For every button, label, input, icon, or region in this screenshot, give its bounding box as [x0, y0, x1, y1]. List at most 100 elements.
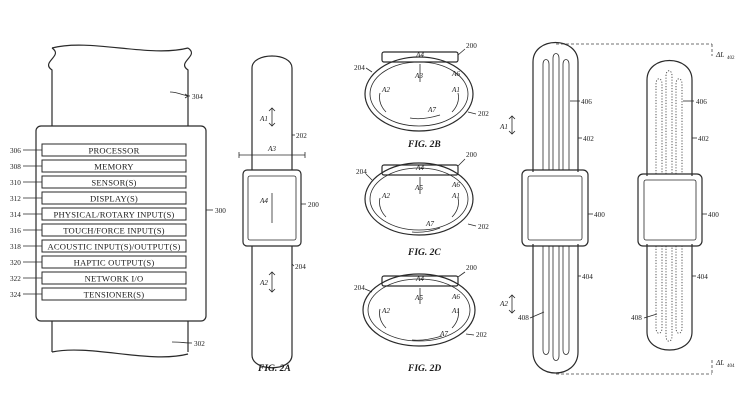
fig3-leader-302	[171, 341, 193, 344]
fig4b-band-top	[646, 59, 693, 176]
fig4-band-bottom	[532, 244, 579, 374]
fig2c-caption: FIG. 2C	[407, 248, 441, 258]
fig2b-bottom-label: A7	[427, 106, 436, 114]
fig3-block-label: SENSOR(S)	[91, 177, 136, 187]
fig2d-band-inner	[367, 278, 471, 342]
fig2b-leader-202	[467, 111, 477, 115]
fig2b-left-arrow	[379, 92, 387, 113]
fig4-slot	[552, 53, 560, 170]
fig2c-right-upper-label: A6	[451, 181, 460, 189]
fig2d-left-label: A2	[381, 307, 390, 315]
fig4-delta-top: ΔL	[715, 51, 724, 59]
fig3-block-label: HAPTIC OUTPUT(S)	[74, 257, 155, 267]
fig2a-span-label: A3	[267, 145, 276, 153]
fig2c-body	[381, 164, 459, 176]
fig4b-slot	[675, 78, 683, 174]
fig2d-top-label: A4	[415, 275, 424, 283]
fig4-delta-bottom-lines	[556, 360, 713, 375]
fig3-ref-304: 304	[192, 93, 203, 101]
fig3-block-label: TOUCH/FORCE INPUT(S)	[63, 225, 165, 235]
fig3-block-ref: 310	[10, 179, 21, 187]
fig2a-ref-204: 204	[295, 263, 306, 271]
fig2a-arrow-bottom-label: A2	[259, 279, 268, 287]
fig2c-ref-204: 204	[356, 168, 367, 176]
fig4-slot	[552, 246, 560, 361]
fig2c-bottom-label: A7	[425, 220, 434, 228]
fig4-delta-bottom: ΔL	[715, 359, 724, 367]
fig2c-leader-204	[365, 173, 373, 181]
fig4-arrow-top	[508, 115, 516, 135]
fig3-band-top-right-edge	[184, 47, 192, 126]
fig3-block-label: PHYSICAL/ROTARY INPUT(S)	[53, 209, 174, 219]
fig2a-group: A3 A1 A4 A2 202 200 204 FIG. 2A	[238, 55, 319, 374]
fig4-delta-bottom-sub: 404	[727, 364, 735, 369]
fig4-ref-404: 404	[582, 273, 593, 281]
fig3-block-label: TENSIONER(S)	[84, 289, 145, 299]
fig2b-ref-202: 202	[478, 110, 489, 118]
fig3-leader-304	[169, 91, 191, 97]
fig2d-group: A4 A5 A2 A1 A6 A7 200 204 202 FIG. 2D	[354, 264, 487, 374]
fig2d-leader-204	[364, 288, 373, 293]
fig4-band-top	[532, 41, 579, 172]
fig4b-band-bottom	[646, 244, 693, 351]
fig2d-leader-200	[457, 271, 466, 278]
fig2c-top-label: A4	[415, 164, 424, 172]
fig2a-arrow-top	[268, 107, 276, 127]
fig4b-ref-400: 400	[708, 211, 719, 219]
fig2d-right-upper-label: A6	[451, 293, 460, 301]
fig3-block-ref: 324	[10, 291, 21, 299]
fig2d-left-arrow	[379, 308, 387, 329]
fig3-block-ref: 306	[10, 147, 21, 155]
fig2b-group: A4 A3 A2 A1 A6 A7 200 204 202 FIG. 2B	[354, 42, 489, 150]
fig2b-leader-204	[365, 67, 373, 73]
fig2b-right-arrow	[451, 92, 459, 113]
fig4-delta-top-sub: 402	[727, 56, 735, 61]
fig2a-arrow-top-label: A1	[259, 115, 268, 123]
fig2a-caption: FIG. 2A	[257, 364, 291, 374]
fig2c-ref-202: 202	[478, 223, 489, 231]
fig4-ref-406: 406	[581, 98, 592, 106]
fig2b-mid-label: A3	[414, 72, 423, 80]
fig2c-leader-202	[467, 223, 477, 227]
fig2d-leader-202	[465, 333, 475, 336]
fig3-band-top-left-edge	[48, 47, 56, 126]
fig2a-face-label: A4	[259, 197, 268, 205]
fig2d-bottom-label: A7	[439, 330, 448, 338]
fig3-block-label: NETWORK I/O	[85, 273, 144, 283]
fig2c-mid-label: A5	[414, 184, 423, 192]
fig3-block-ref: 318	[10, 243, 21, 251]
fig4-slot	[562, 246, 570, 355]
fig2c-left-label: A2	[381, 192, 390, 200]
fig2d-band-loop	[362, 273, 476, 347]
fig3-block-label: PROCESSOR	[89, 145, 140, 155]
fig4b-leader-408	[643, 313, 658, 319]
fig4b-slot	[655, 246, 663, 334]
fig2c-band-inner	[369, 167, 469, 231]
fig3-block-ref: 312	[10, 195, 21, 203]
fig4b-slot	[675, 246, 683, 334]
fig4-arrow-bottom-label: A2	[499, 300, 508, 308]
fig2c-leader-200	[457, 158, 466, 167]
fig2d-ref-202: 202	[476, 331, 487, 339]
fig3-band-bottom-break	[51, 349, 189, 358]
fig2a-arrow-bottom	[268, 271, 276, 293]
fig2d-right-arrow	[451, 308, 459, 329]
fig4b-ref-408: 408	[631, 314, 642, 322]
fig2b-right-upper-label: A6	[451, 70, 460, 78]
fig3-block-list: PROCESSOR MEMORY SENSOR(S) DISPLAY(S) PH…	[10, 143, 187, 301]
fig4-ref-402: 402	[583, 135, 594, 143]
fig4b-display	[643, 179, 697, 241]
fig2d-bottom-arrow	[411, 335, 443, 341]
fig2c-group: A4 A5 A2 A1 A6 A7 200 204 202 FIG. 2C	[356, 151, 489, 258]
fig2a-band-top	[251, 55, 293, 170]
fig4b-ref-402: 402	[698, 135, 709, 143]
fig2d-ref-204: 204	[354, 284, 365, 292]
fig3-block-label: ACOUSTIC INPUT(S)/OUTPUT(S)	[47, 241, 180, 251]
fig2d-body	[381, 275, 459, 287]
fig2c-right-arrow	[451, 197, 459, 218]
fig2b-left-label: A2	[381, 86, 390, 94]
fig4b-group: 406 402 400 404 408	[631, 59, 719, 351]
fig2d-mid-label: A5	[414, 294, 423, 302]
fig2c-ref-200: 200	[466, 151, 477, 159]
fig4b-slot	[665, 246, 673, 342]
